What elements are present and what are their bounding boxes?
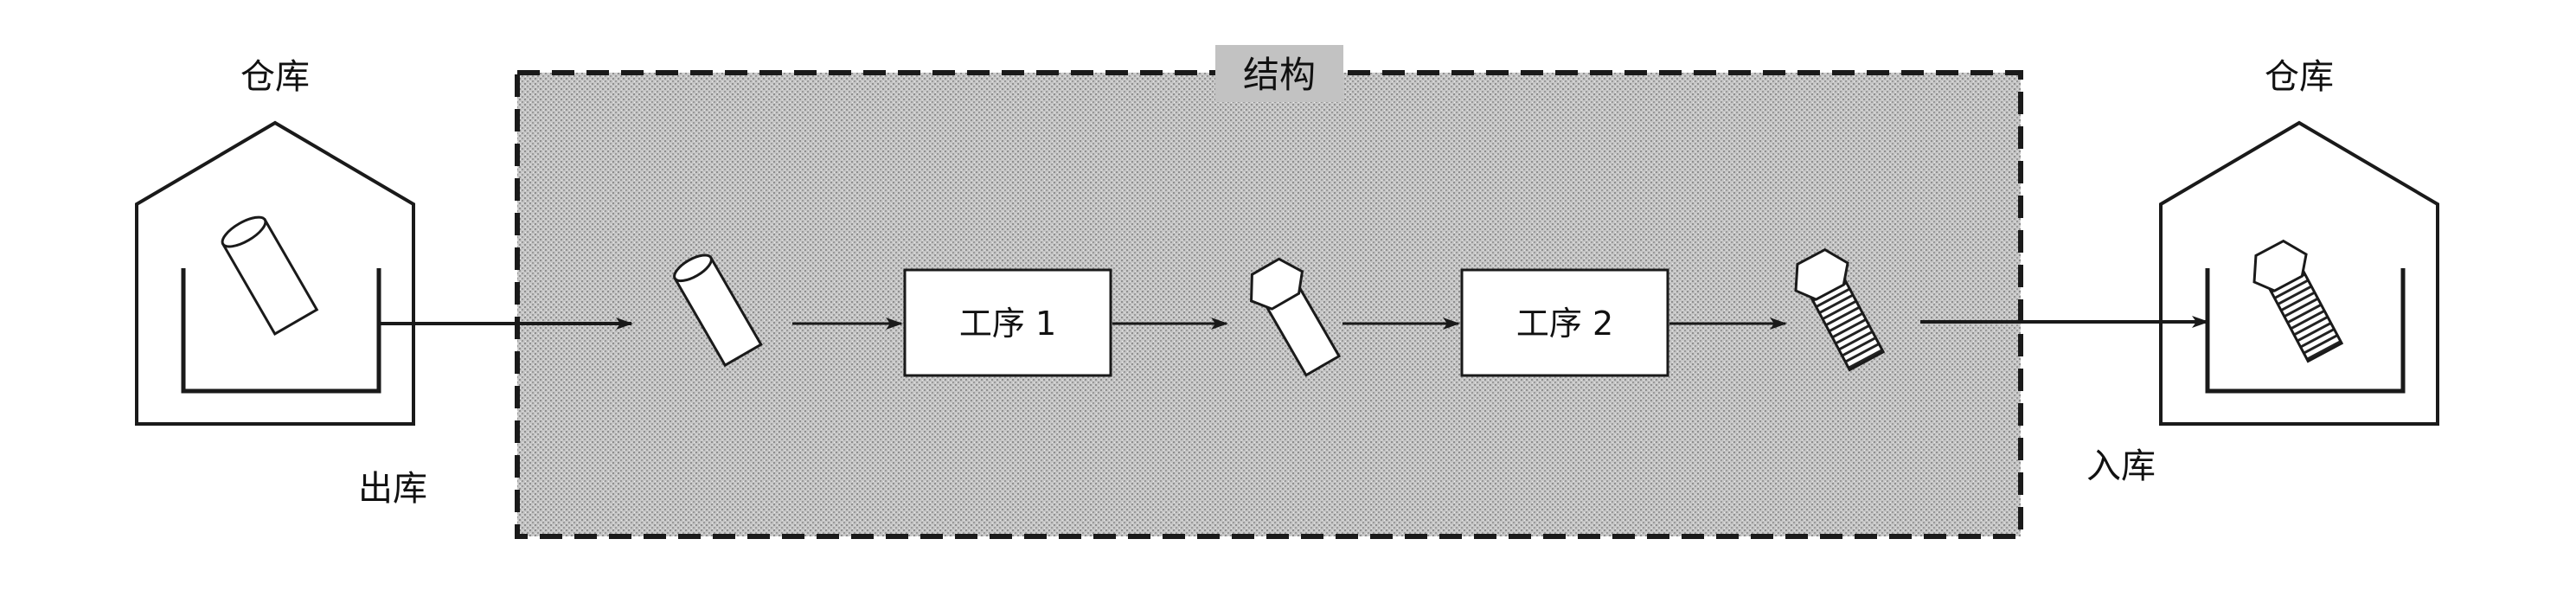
part-cylinder-icon bbox=[673, 253, 763, 368]
process-2-label: 工序 2 bbox=[1516, 305, 1613, 343]
warehouse-left-bin bbox=[181, 268, 381, 394]
warehouse-right-bolt-icon bbox=[2252, 239, 2344, 363]
warehouse-right-title: 仓库 bbox=[2265, 57, 2334, 97]
warehouse-left-title: 仓库 bbox=[240, 57, 310, 97]
process-1-label: 工序 1 bbox=[959, 305, 1056, 343]
warehouse-right: 仓库 bbox=[2159, 57, 2439, 426]
out-label: 出库 bbox=[358, 469, 427, 509]
structure-title: 结构 bbox=[1243, 54, 1316, 96]
process-box-2: 工序 2 bbox=[1460, 268, 1669, 377]
part-hex-bolt-icon bbox=[1794, 247, 1886, 372]
warehouse-left: 仓库 bbox=[135, 57, 415, 426]
warehouse-right-bin bbox=[2205, 268, 2406, 394]
structure-title-bg bbox=[1215, 45, 1343, 102]
warehouse-left-cylinder-icon bbox=[221, 215, 319, 337]
process-box-1: 工序 1 bbox=[903, 268, 1112, 377]
in-label: 入库 bbox=[2086, 446, 2156, 486]
part-hex-head-blank-icon bbox=[1250, 257, 1342, 377]
